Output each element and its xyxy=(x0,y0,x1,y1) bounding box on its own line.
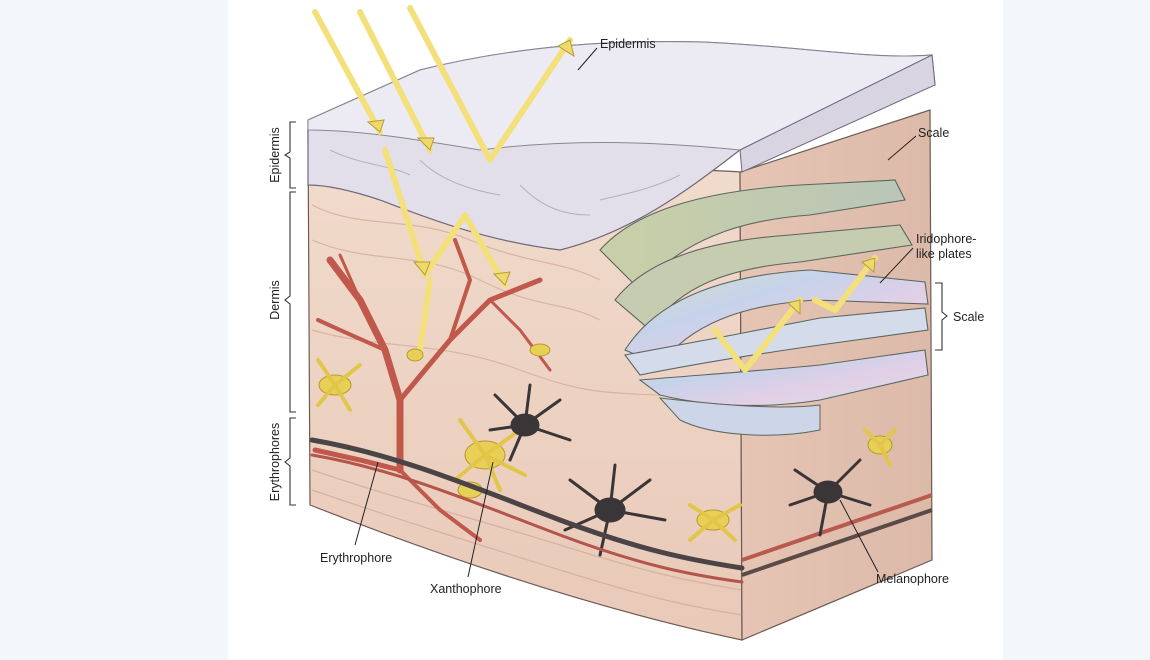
melanophore-cells xyxy=(309,383,872,584)
labels: Epidermis Scale Iridophore- like plates … xyxy=(268,37,984,596)
label-epidermis-top: Epidermis xyxy=(600,37,656,51)
left-braces xyxy=(283,121,296,506)
erythrophore-cells xyxy=(312,238,552,542)
label-dermis-side: Dermis xyxy=(268,280,282,320)
label-melanophore: Melanophore xyxy=(876,572,949,586)
label-xanthophore: Xanthophore xyxy=(430,582,502,596)
light-rays xyxy=(312,5,878,373)
label-erythrophores-side: Erythrophores xyxy=(268,423,282,502)
xanthophore-branches xyxy=(316,358,897,542)
label-scale-top: Scale xyxy=(918,126,949,140)
scale-stack xyxy=(599,179,929,436)
label-iridophore-line2: like plates xyxy=(916,247,972,261)
label-erythrophore: Erythrophore xyxy=(320,551,392,565)
epidermis-layer xyxy=(307,41,936,251)
leader-lines xyxy=(354,47,917,578)
label-scale-right: Scale xyxy=(953,310,984,324)
label-epidermis-side: Epidermis xyxy=(268,127,282,183)
light-ray-heads xyxy=(366,39,876,316)
right-brace-scale xyxy=(935,282,948,351)
label-iridophore-line1: Iridophore- xyxy=(916,232,976,246)
